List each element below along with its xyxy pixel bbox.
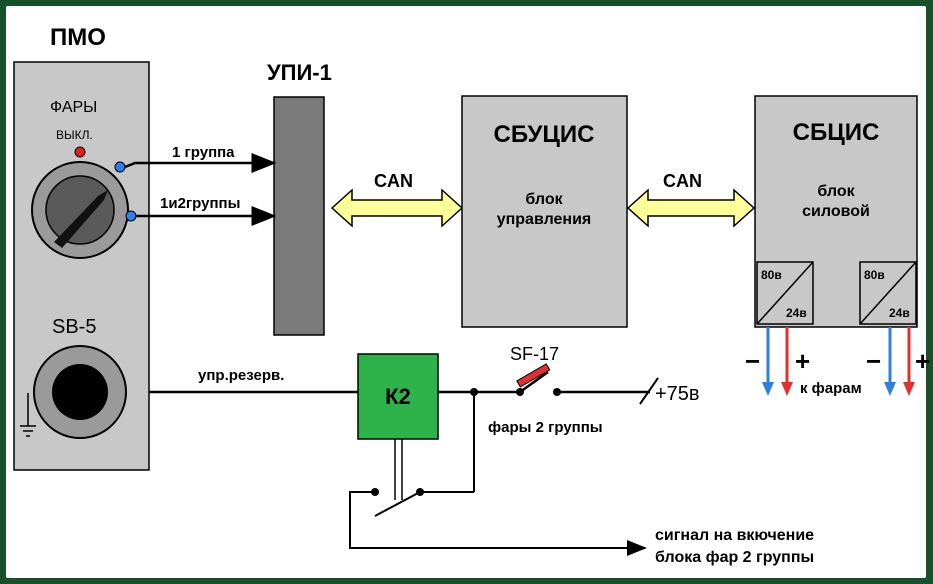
can-right-label: CAN bbox=[663, 171, 702, 191]
sbscis-line2: силовой bbox=[802, 203, 870, 220]
pmo-off-label: ВЫКЛ. bbox=[56, 128, 93, 142]
upi-block bbox=[273, 96, 325, 336]
fary2-label: фары 2 группы bbox=[488, 419, 603, 436]
output-arrows bbox=[762, 327, 915, 396]
sbscis-title: СБЦИС bbox=[793, 119, 880, 146]
sf-label: SF-17 bbox=[510, 344, 559, 364]
push-button-icon[interactable] bbox=[33, 345, 127, 439]
supply-terminal-icon bbox=[639, 377, 659, 405]
upi-title: УПИ-1 bbox=[267, 60, 332, 85]
supply-label: +75в bbox=[655, 383, 700, 405]
minus-right: − bbox=[866, 346, 881, 376]
converter-left-bottom: 24в bbox=[786, 306, 807, 320]
plus-left: + bbox=[795, 346, 810, 376]
led-blue-icon bbox=[125, 210, 137, 222]
converter-right-top: 80в bbox=[864, 268, 885, 282]
relay-contact bbox=[374, 491, 421, 517]
converter-left-top: 80в bbox=[761, 268, 782, 282]
sf-handle bbox=[516, 363, 551, 388]
k2-label: К2 bbox=[385, 384, 411, 409]
rotary-switch-icon[interactable] bbox=[31, 161, 129, 259]
converter-right bbox=[859, 261, 917, 325]
outputs-label: к фарам bbox=[800, 380, 862, 397]
sf-switch[interactable] bbox=[519, 370, 549, 394]
sf-contact bbox=[516, 388, 524, 396]
pmo-switch-label: ФАРЫ bbox=[50, 99, 97, 116]
sbucis-title: СБУЦИС bbox=[493, 121, 594, 148]
plus-right: + bbox=[915, 346, 930, 376]
can-left-label: CAN bbox=[374, 171, 413, 191]
sbscis-line1: блок bbox=[817, 183, 855, 200]
converter-left bbox=[756, 261, 814, 325]
sbucis-block bbox=[461, 95, 628, 328]
wire-group12-label: 1и2группы bbox=[160, 195, 240, 212]
signal-line2: блока фар 2 группы bbox=[655, 549, 814, 566]
signal-line1: сигнал на вкючение bbox=[655, 527, 814, 544]
pmo-title: ПМО bbox=[50, 24, 106, 51]
sbucis-line1: блок bbox=[525, 191, 563, 208]
ground-icon bbox=[20, 393, 36, 437]
converter-right-bottom: 24в bbox=[889, 306, 910, 320]
minus-left: − bbox=[745, 346, 760, 376]
wire-reserve-label: упр.резерв. bbox=[198, 367, 284, 384]
button-label: SB-5 bbox=[52, 316, 96, 338]
led-red-icon bbox=[74, 146, 86, 158]
wire-group1 bbox=[124, 153, 277, 173]
wire-group1-label: 1 группа bbox=[172, 144, 235, 161]
k2-relay bbox=[357, 353, 439, 440]
can-arrow-left bbox=[330, 188, 464, 228]
wire-signal bbox=[349, 491, 647, 556]
led-blue-icon bbox=[114, 161, 126, 173]
can-arrow-right bbox=[626, 188, 756, 228]
sbucis-line2: управления bbox=[497, 211, 592, 228]
